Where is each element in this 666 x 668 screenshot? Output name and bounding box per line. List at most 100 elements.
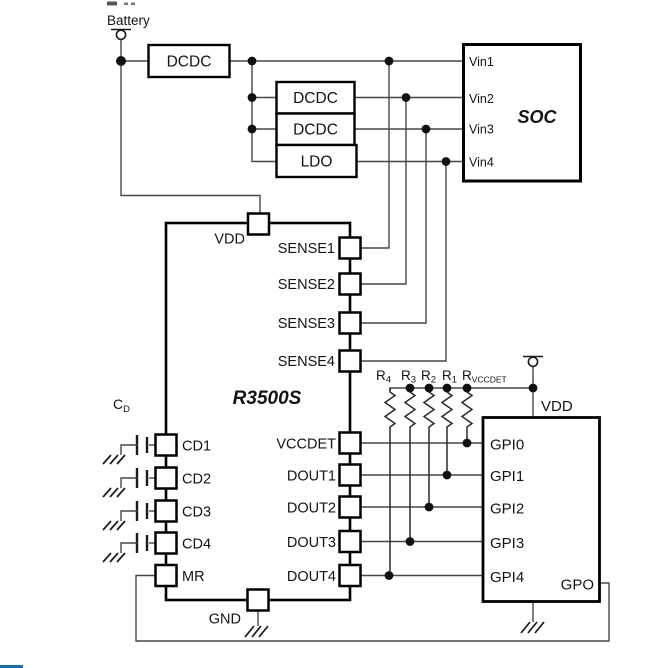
soc-label: SOC bbox=[517, 107, 557, 127]
junction-dot bbox=[441, 157, 451, 166]
chip-pin-vccdet-label: VCCDET bbox=[276, 437, 336, 453]
pin-mr bbox=[154, 563, 178, 588]
resistor-r2 bbox=[422, 388, 436, 507]
cropped-link-artifact bbox=[0, 665, 23, 668]
cap2-lead-ground bbox=[120, 477, 137, 488]
pin-dout2 bbox=[338, 495, 362, 519]
host-pin-gpi2-label: GPI2 bbox=[490, 501, 524, 518]
chip-pin-vdd-label: VDD bbox=[214, 232, 245, 248]
chip-pin-sense2-label: SENSE2 bbox=[278, 277, 335, 293]
chip-pin-gnd-label: GND bbox=[209, 612, 241, 628]
junction-dot bbox=[384, 56, 394, 66]
pin-sense3 bbox=[338, 311, 362, 335]
junction-dot bbox=[424, 383, 434, 393]
host-pin-gpo-label: GPO bbox=[561, 577, 594, 594]
terminal-circle bbox=[527, 356, 539, 368]
pin-vccdet bbox=[338, 431, 362, 455]
host-vdd-label: VDD bbox=[541, 398, 573, 415]
resistor-r1 bbox=[440, 388, 454, 475]
artifact-mark bbox=[131, 2, 135, 5]
cap4-lead-ground bbox=[120, 542, 137, 553]
ldo-label: LDO bbox=[301, 154, 333, 171]
junction-dot bbox=[405, 537, 415, 546]
cropped-text-artifact bbox=[107, 1, 135, 6]
resistor-r3-label: R3 bbox=[401, 368, 416, 386]
wire-branch-vertical bbox=[251, 61, 277, 163]
cap3-lead-ground bbox=[120, 510, 137, 521]
chip-pin-dout3-label: DOUT3 bbox=[287, 535, 336, 551]
junction-dot bbox=[421, 124, 431, 134]
wire-battery-to-chip-vdd bbox=[120, 61, 261, 215]
resistor-r4 bbox=[383, 388, 397, 576]
pin-sense2 bbox=[338, 272, 362, 296]
chip-pin-dout4-label: DOUT4 bbox=[287, 569, 336, 585]
host-pin-gpi4-label: GPI4 bbox=[490, 569, 524, 586]
cd-capacitor-label: CD bbox=[113, 396, 130, 415]
resistor-r1-label: R1 bbox=[442, 368, 457, 386]
pin-cd4 bbox=[154, 531, 178, 555]
junction-dots bbox=[116, 56, 538, 580]
gnd-pin-ground-icon bbox=[244, 625, 269, 638]
dcdc1-block bbox=[147, 43, 231, 79]
host-pin-gpi3-label: GPI3 bbox=[490, 535, 524, 552]
host-pin-gpi1-label: GPI1 bbox=[490, 468, 524, 485]
pin-gnd bbox=[246, 588, 270, 612]
chip-pin-dout2-label: DOUT2 bbox=[287, 501, 336, 517]
dcdc3-block bbox=[275, 112, 356, 147]
chip-pin-cd3-label: CD3 bbox=[182, 505, 211, 521]
dcdc2-label: DCDC bbox=[293, 90, 338, 107]
cap1-lead-ground bbox=[120, 444, 137, 455]
ground-icon bbox=[102, 552, 126, 563]
chip-name-label: R3500S bbox=[233, 388, 302, 409]
chip-pin-sense1-label: SENSE1 bbox=[278, 241, 335, 257]
resistor-r4-label: R4 bbox=[376, 368, 391, 386]
pin-cd3 bbox=[154, 499, 178, 523]
chip-pin-squares bbox=[154, 212, 362, 612]
artifact-mark bbox=[107, 1, 117, 6]
wire-sense3 bbox=[358, 129, 427, 324]
pin-sense4 bbox=[338, 349, 362, 373]
pin-vdd bbox=[246, 212, 271, 236]
resistor-rvccdet bbox=[460, 388, 474, 443]
dcdc1-label: DCDC bbox=[167, 54, 212, 71]
host-pin-gpi0-label: GPI0 bbox=[490, 437, 524, 454]
wire-sense2 bbox=[358, 97, 407, 285]
soc-pin-vin1: Vin1 bbox=[469, 55, 494, 69]
chip-pin-mr-label: MR bbox=[182, 569, 205, 585]
soc-pin-vin3: Vin3 bbox=[469, 123, 494, 137]
junction-dot bbox=[247, 93, 257, 102]
junction-dot bbox=[116, 56, 126, 66]
pin-sense1 bbox=[338, 236, 362, 260]
junction-dot bbox=[401, 93, 411, 102]
cd-capacitors bbox=[102, 435, 157, 563]
ground-icon bbox=[102, 520, 126, 531]
gpio-host-block bbox=[481, 416, 601, 603]
soc-pin-vin2: Vin2 bbox=[469, 92, 494, 106]
soc-pin-vin4: Vin4 bbox=[469, 156, 494, 170]
pin-cd2 bbox=[154, 466, 178, 490]
junction-dot bbox=[528, 383, 538, 393]
pin-cd1 bbox=[154, 433, 178, 457]
junction-dot bbox=[384, 571, 394, 580]
r3500s-chip-block bbox=[164, 221, 352, 602]
pin-dout3 bbox=[338, 529, 362, 554]
ldo-block bbox=[275, 143, 358, 179]
chip-pin-cd2-label: CD2 bbox=[182, 472, 211, 488]
soc-block bbox=[462, 43, 582, 183]
artifact-mark bbox=[124, 2, 128, 5]
battery-terminal-icon bbox=[111, 28, 131, 41]
chip-pin-sense3-label: SENSE3 bbox=[278, 316, 335, 332]
dcdc3-label: DCDC bbox=[293, 122, 338, 139]
junction-dot bbox=[462, 438, 472, 448]
pin-dout4 bbox=[338, 563, 362, 588]
junction-dot bbox=[405, 383, 415, 393]
wires bbox=[120, 39, 610, 642]
wire-sense1 bbox=[358, 61, 390, 249]
chip-pin-cd1-label: CD1 bbox=[182, 439, 211, 455]
chip-pin-sense4-label: SENSE4 bbox=[278, 354, 335, 370]
gpibox-ground-icon bbox=[520, 621, 545, 634]
pin-dout1 bbox=[338, 463, 362, 487]
battery-label: Battery bbox=[107, 13, 150, 28]
